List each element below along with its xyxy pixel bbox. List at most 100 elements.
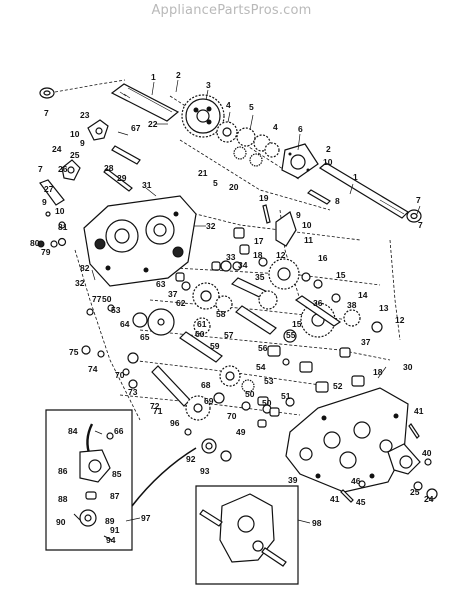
callout-7d: 7 xyxy=(38,164,43,174)
callout-12: 12 xyxy=(276,250,286,260)
gear-set-right xyxy=(258,290,383,338)
callout-16: 16 xyxy=(318,253,328,263)
callout-91: 91 xyxy=(110,525,120,535)
flange-hub xyxy=(281,143,319,179)
callout-62: 62 xyxy=(176,298,186,308)
callout-56: 56 xyxy=(258,343,268,353)
callout-18b: 18 xyxy=(373,367,383,377)
callout-23: 23 xyxy=(80,110,90,120)
callout-88: 88 xyxy=(58,494,68,504)
callout-92: 92 xyxy=(186,454,196,464)
callout-33: 33 xyxy=(226,252,236,262)
callout-80: 80 xyxy=(30,238,40,248)
hardware-right xyxy=(340,423,438,503)
callout-7c: 7 xyxy=(44,108,49,118)
callout-97: 97 xyxy=(141,513,151,523)
pin-right xyxy=(307,189,331,205)
callout-12b: 12 xyxy=(395,315,405,325)
callout-77: 77 xyxy=(92,294,102,304)
callout-5b: 5 xyxy=(213,178,218,188)
callout-36: 36 xyxy=(313,298,323,308)
shift-lever-11 xyxy=(275,211,297,247)
lever-27 xyxy=(39,179,65,206)
callout-30: 30 xyxy=(403,362,413,372)
callout-73: 73 xyxy=(128,387,138,397)
callout-2b: 2 xyxy=(326,144,331,154)
gear-cluster-62 xyxy=(175,272,233,313)
callout-25b: 25 xyxy=(410,487,420,497)
callout-54: 54 xyxy=(256,362,266,372)
shift-lever-small xyxy=(61,159,81,181)
callout-64: 64 xyxy=(120,319,130,329)
callout-61: 61 xyxy=(197,319,207,329)
callout-11: 11 xyxy=(304,235,313,245)
callout-58: 58 xyxy=(216,309,226,319)
inset-shift-assembly xyxy=(45,409,197,551)
callout-96: 96 xyxy=(170,418,180,428)
large-spur-gear xyxy=(181,94,225,138)
callout-65: 65 xyxy=(140,332,150,342)
callout-21: 21 xyxy=(198,168,208,178)
callout-50b: 50 xyxy=(262,398,272,408)
callout-85: 85 xyxy=(112,469,122,479)
gear-cluster-top xyxy=(216,121,280,167)
callout-55: 55 xyxy=(286,330,296,340)
callout-86: 86 xyxy=(58,466,68,476)
callout-60: 60 xyxy=(195,329,205,339)
callout-37: 37 xyxy=(168,289,178,299)
callout-10b: 10 xyxy=(70,129,80,139)
callout-14: 14 xyxy=(358,290,368,300)
shafts-lower-left xyxy=(81,304,277,407)
callout-38: 38 xyxy=(347,300,357,310)
small-hardware-left xyxy=(37,211,67,248)
callout-49: 49 xyxy=(236,427,246,437)
callout-84: 84 xyxy=(68,426,78,436)
callout-22: 22 xyxy=(148,119,158,129)
callout-41: 41 xyxy=(414,406,424,416)
callout-59: 59 xyxy=(210,341,220,351)
washer-left xyxy=(39,87,55,99)
callout-25: 25 xyxy=(70,150,80,160)
part-callouts: 1 2 3 4 5 4 6 2 10 1 8 7 7 7 22 23 67 10… xyxy=(30,70,434,545)
callout-51: 51 xyxy=(281,391,291,401)
callout-4: 4 xyxy=(226,100,231,110)
callout-70: 70 xyxy=(115,370,125,380)
callout-28: 28 xyxy=(104,163,114,173)
callout-72: 72 xyxy=(150,401,160,411)
watermark: AppliancePartsPros.com xyxy=(151,3,312,18)
callout-6: 6 xyxy=(298,124,303,134)
callout-1b: 1 xyxy=(353,172,358,182)
callout-1: 1 xyxy=(151,72,156,82)
inset-transaxle-assembly xyxy=(195,485,299,585)
callout-94: 94 xyxy=(106,535,116,545)
callout-8: 8 xyxy=(335,196,340,206)
callout-63: 63 xyxy=(156,279,166,289)
callout-35: 35 xyxy=(255,272,265,282)
callout-7: 7 xyxy=(416,195,421,205)
callout-75: 75 xyxy=(69,347,79,357)
callout-46: 46 xyxy=(351,476,361,486)
callout-7b: 7 xyxy=(418,220,423,230)
callout-13: 13 xyxy=(379,303,389,313)
callout-79: 79 xyxy=(41,247,51,257)
callout-69: 69 xyxy=(204,396,214,406)
callout-53: 53 xyxy=(264,376,274,386)
callout-81: 81 xyxy=(58,222,68,232)
callout-66: 66 xyxy=(114,426,124,436)
callout-18: 18 xyxy=(253,250,263,260)
callout-74: 74 xyxy=(88,364,98,374)
callout-10c: 10 xyxy=(55,206,65,216)
callout-93: 93 xyxy=(200,466,210,476)
callout-90: 90 xyxy=(56,517,66,527)
callout-20: 20 xyxy=(229,182,239,192)
callout-9: 9 xyxy=(80,138,85,148)
shift-rod xyxy=(103,145,141,192)
callout-9b: 9 xyxy=(42,197,47,207)
input-shaft xyxy=(110,83,180,122)
callout-10d: 10 xyxy=(302,220,312,230)
seal-set-front xyxy=(184,428,232,462)
case-half-left xyxy=(83,195,197,287)
callout-89: 89 xyxy=(105,516,115,526)
callout-50: 50 xyxy=(245,389,255,399)
